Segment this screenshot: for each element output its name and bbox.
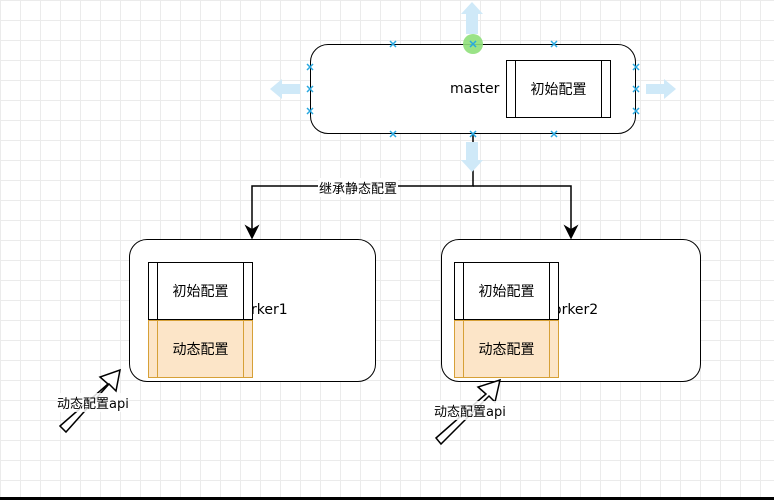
handle-icon: [632, 107, 640, 115]
right-arrow-icon: [646, 79, 676, 99]
master-label: master: [450, 81, 500, 97]
worker1-api-label[interactable]: 动态配置api: [57, 393, 129, 412]
handle-icon: [550, 40, 558, 48]
handle-icon: [469, 130, 477, 138]
handle-icon: [632, 85, 640, 93]
worker2-init-config-label: 初始配置: [478, 284, 535, 300]
worker1-init-config[interactable]: 初始配置: [148, 262, 253, 320]
worker1-label: rker1: [251, 302, 288, 318]
edge-label[interactable]: 继承静态配置: [318, 178, 399, 197]
handle-icon: [306, 107, 314, 115]
up-arrow-icon: [461, 2, 483, 34]
edge-master-worker2: [473, 185, 579, 240]
master-init-config[interactable]: 初始配置: [506, 60, 611, 118]
worker1-dynamic-config-label: 动态配置: [172, 342, 229, 358]
down-arrow-icon: [461, 142, 483, 172]
worker2-label: orker2: [553, 302, 599, 318]
handle-icon: [632, 63, 640, 71]
handle-icon: [389, 40, 397, 48]
handle-icon: [550, 130, 558, 138]
bottom-border: [0, 497, 774, 500]
handle-icon: [389, 130, 397, 138]
worker2-init-config[interactable]: 初始配置: [454, 262, 559, 320]
worker2-api-label[interactable]: 动态配置api: [434, 401, 506, 420]
left-arrow-icon: [270, 79, 300, 99]
worker1-init-config-label: 初始配置: [172, 284, 229, 300]
master-init-config-label: 初始配置: [530, 82, 587, 98]
handle-icon: [306, 63, 314, 71]
handle-icon: [306, 85, 314, 93]
worker2-dynamic-config[interactable]: 动态配置: [454, 320, 559, 378]
worker2-dynamic-config-label: 动态配置: [478, 342, 535, 358]
worker1-dynamic-config[interactable]: 动态配置: [148, 320, 253, 378]
